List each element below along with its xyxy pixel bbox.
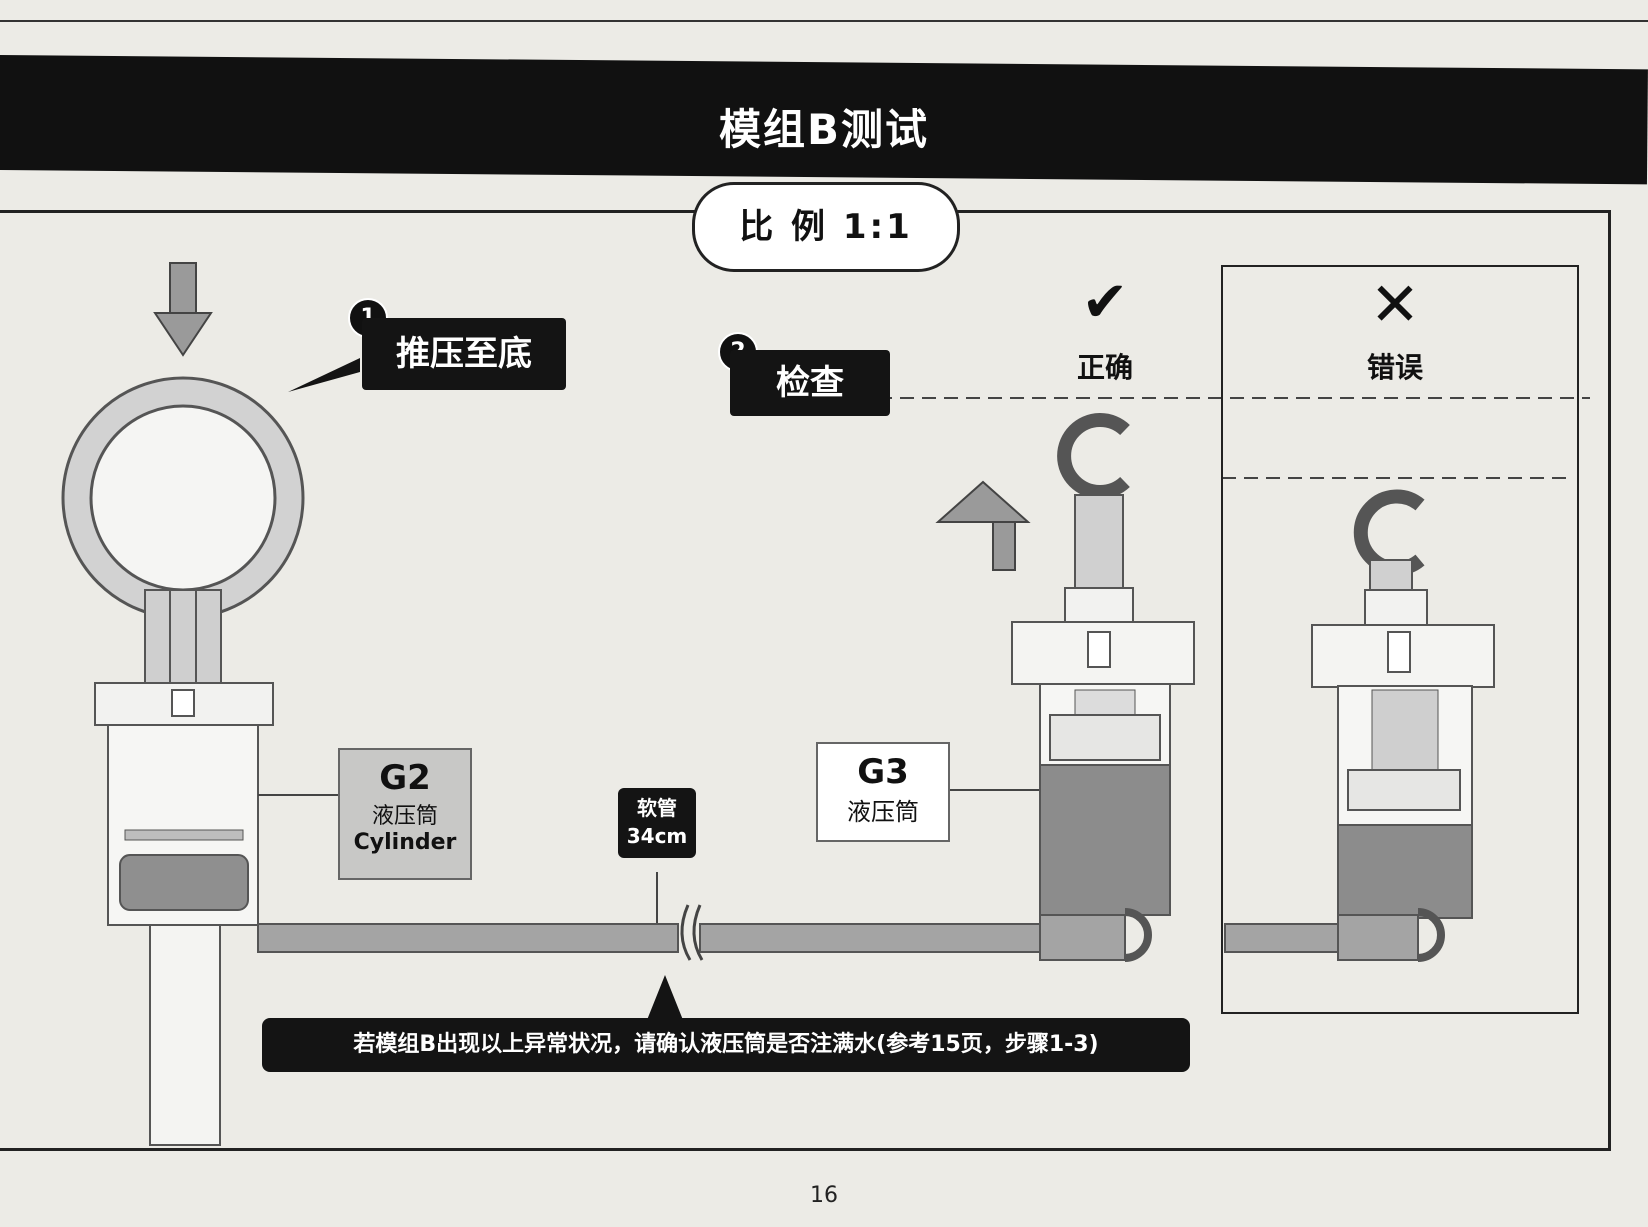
g3-correct-drawing — [1011, 413, 1195, 962]
g3-code: G3 — [857, 752, 909, 792]
g2-name: 液压筒 — [371, 804, 438, 829]
g2-cylinder-drawing — [61, 376, 305, 1146]
g3-label-box: G3 液压筒 — [816, 742, 950, 842]
hose-drawing — [257, 904, 1046, 961]
g2-code: G2 — [379, 758, 431, 798]
g3-name: 液压筒 — [847, 798, 919, 826]
warning-note: 若模组B出现以上异常状况，请确认液压筒是否注满水(参考15页，步骤1-3) — [262, 1018, 1190, 1072]
hose-length: 34cm — [626, 824, 688, 848]
push-down-arrow-icon — [153, 262, 213, 357]
check-icon: ✔ — [1081, 270, 1129, 335]
wrong-label: 错误 — [1366, 351, 1423, 384]
g3-wrong-drawing — [1224, 489, 1495, 962]
wrong-example-box — [1221, 265, 1579, 1014]
top-divider — [0, 0, 1648, 22]
scale-badge: 比 例 1:1 — [692, 182, 960, 272]
pull-up-arrow-icon — [935, 480, 1031, 571]
hose-label: 软管 34cm — [618, 788, 696, 858]
step-2-callout: 检查 — [730, 350, 890, 416]
step-1-callout: 推压至底 — [362, 318, 566, 390]
section-title: 模组B测试 — [718, 105, 929, 154]
g2-name-en: Cylinder — [353, 830, 457, 855]
page-number: 16 — [810, 1183, 838, 1208]
hose-name: 软管 — [637, 796, 677, 820]
correct-label: 正确 — [1076, 351, 1133, 384]
g2-label-box: G2 液压筒 Cylinder — [338, 748, 472, 880]
cross-icon: ✕ — [1369, 270, 1421, 340]
